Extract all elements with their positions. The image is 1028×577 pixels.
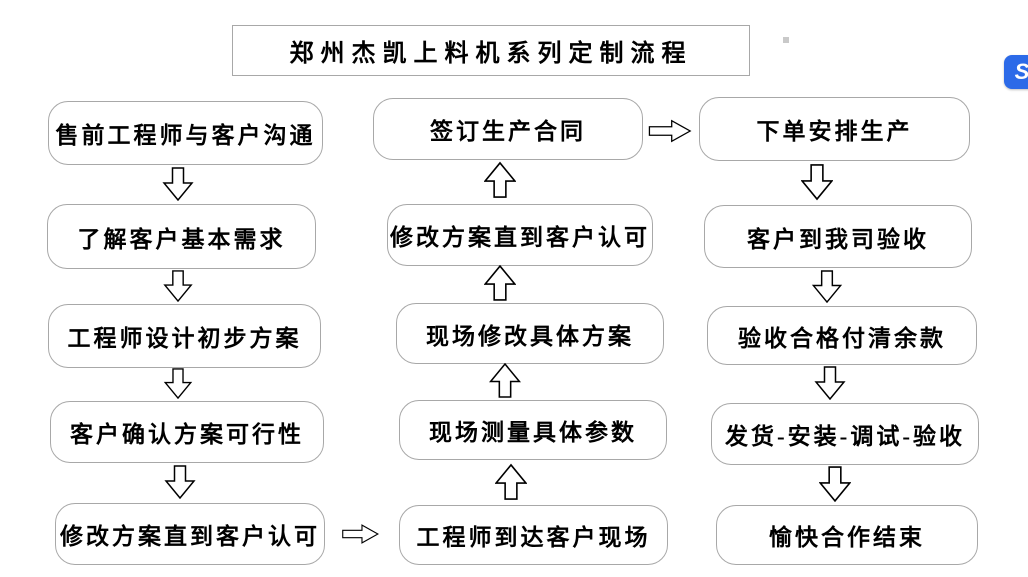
flow-step-middle-5: 工程师到达客户现场 bbox=[399, 505, 668, 565]
right-arrow-icon bbox=[644, 119, 696, 143]
up-arrow-icon bbox=[484, 265, 516, 301]
right-arrow-icon bbox=[342, 522, 379, 546]
down-arrow-icon bbox=[814, 366, 846, 400]
flow-step-middle-4: 现场测量具体参数 bbox=[399, 400, 667, 460]
flow-step-right-5: 愉快合作结束 bbox=[716, 505, 978, 565]
down-arrow-icon bbox=[162, 167, 194, 201]
flow-step-left-1: 售前工程师与客户沟通 bbox=[48, 101, 323, 165]
artifact-dot bbox=[783, 37, 789, 43]
diagram-title: 郑州杰凯上料机系列定制流程 bbox=[232, 25, 750, 76]
flow-step-left-4: 客户确认方案可行性 bbox=[50, 401, 324, 463]
flow-step-right-1: 下单安排生产 bbox=[699, 97, 970, 161]
flow-step-left-3: 工程师设计初步方案 bbox=[48, 304, 321, 368]
flow-step-left-2: 了解客户基本需求 bbox=[47, 204, 316, 269]
flow-step-middle-1: 签订生产合同 bbox=[373, 98, 643, 160]
down-arrow-icon bbox=[801, 163, 833, 201]
up-arrow-icon bbox=[489, 363, 521, 398]
flow-step-right-3: 验收合格付清余款 bbox=[707, 306, 977, 365]
flow-step-right-4: 发货-安装-调试-验收 bbox=[711, 403, 979, 465]
up-arrow-icon bbox=[484, 160, 516, 200]
down-arrow-icon bbox=[162, 368, 194, 399]
flow-step-right-2: 客户到我司验收 bbox=[704, 205, 972, 268]
up-arrow-icon bbox=[495, 461, 527, 503]
down-arrow-icon bbox=[819, 466, 851, 502]
flow-step-middle-3: 现场修改具体方案 bbox=[396, 303, 664, 364]
s-logo-sidebar-icon[interactable]: S bbox=[1004, 55, 1028, 89]
down-arrow-icon bbox=[162, 270, 194, 302]
flow-step-left-5: 修改方案直到客户认可 bbox=[55, 503, 325, 565]
down-arrow-icon bbox=[164, 465, 196, 499]
down-arrow-icon bbox=[811, 270, 843, 303]
s-logo-glyph: S bbox=[1014, 59, 1028, 84]
flow-step-middle-2: 修改方案直到客户认可 bbox=[387, 204, 653, 266]
